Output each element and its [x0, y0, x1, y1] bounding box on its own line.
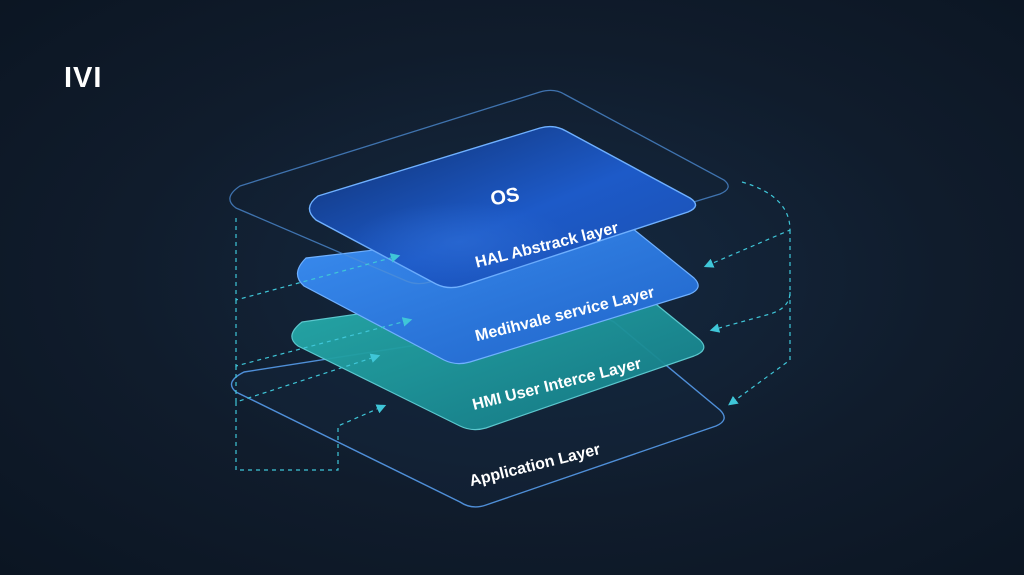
- layer-label-os: OS: [489, 184, 521, 211]
- left-connectors: [235, 218, 413, 471]
- back-outline-plane: [229, 89, 729, 285]
- right-connectors: [703, 181, 791, 406]
- hal-glow: [350, 202, 570, 282]
- diagram-title: IVI: [64, 62, 103, 94]
